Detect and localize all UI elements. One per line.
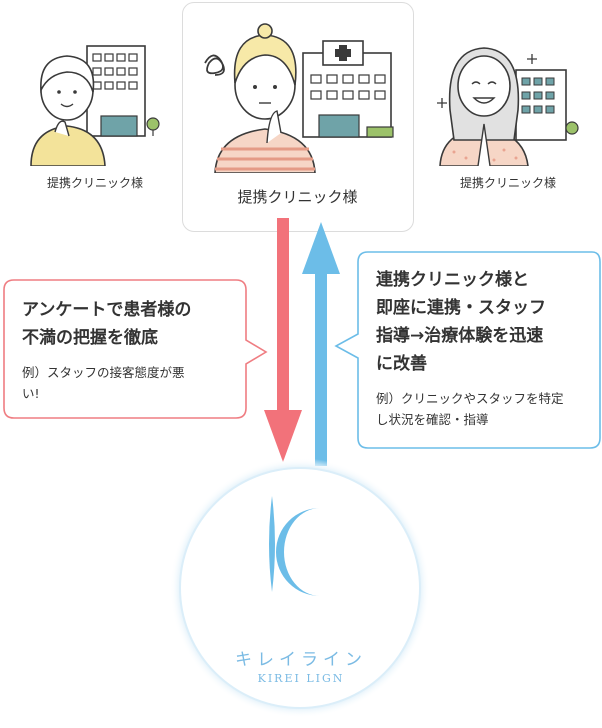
woman-thinking-icon: [30, 55, 106, 166]
clinic-building-icon: [515, 69, 579, 141]
right-bubble-note-line-2: し状況を確認・指導: [376, 412, 489, 427]
worry-scribble-icon: [204, 54, 225, 76]
clinic-building-icon: [86, 45, 160, 137]
up-arrow: [302, 222, 340, 466]
hospital-building-icon: [302, 40, 394, 138]
left-bubble-content: アンケートで患者様の 不満の把握を徹底 例）スタッフの接客態度が悪 い!: [22, 296, 244, 404]
left-bubble-title-line-1: アンケートで患者様の: [22, 300, 192, 320]
right-clinic-label: 提携クリニック様: [459, 176, 556, 190]
down-arrow: [264, 218, 302, 462]
left-clinic-label: 提携クリニック様: [46, 176, 143, 190]
right-bubble-title-line-3: 指導→治療体験を迅速: [376, 326, 544, 346]
right-speech-bubble: [334, 251, 601, 449]
left-bubble-note-line-1: 例）スタッフの接客態度が悪: [22, 365, 185, 380]
left-bubble-note-line-2: い!: [22, 386, 40, 401]
right-clinic-illustration: [437, 47, 579, 166]
sparkle-icon: [437, 54, 537, 108]
flow-arrows: [264, 218, 340, 466]
brand-name-kana: キレイライン: [235, 650, 367, 670]
center-clinic-label: 提携クリニック様: [237, 188, 358, 206]
right-bubble-title-line-4: に改善: [376, 354, 427, 374]
woman-worried-icon: [214, 23, 316, 173]
right-bubble-content: 連携クリニック様と 即座に連携・スタッフ 指導→治療体験を迅速 に改善 例）クリ…: [376, 266, 598, 430]
left-clinic-illustration: [30, 45, 160, 166]
center-clinic-card: 提携クリニック様: [182, 2, 414, 232]
woman-happy-icon: [439, 47, 529, 166]
right-bubble-note-line-1: 例）クリニックやスタッフを特定: [376, 391, 564, 406]
center-clinic-illustration: [204, 23, 394, 173]
right-bubble-title-line-2: 即座に連携・スタッフ: [376, 298, 546, 318]
brand-circle: [170, 458, 430, 718]
kireilign-logo-icon: [269, 496, 320, 596]
brand-name-roman: KIREI LIGN: [257, 672, 345, 685]
left-speech-bubble: [3, 279, 268, 419]
right-bubble-title-line-1: 連携クリニック様と: [376, 270, 529, 290]
left-bubble-title-line-2: 不満の把握を徹底: [22, 328, 158, 348]
